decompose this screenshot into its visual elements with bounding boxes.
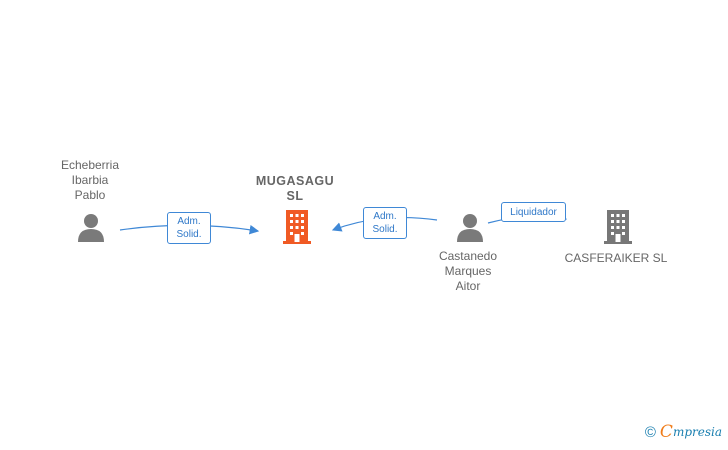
brand-name: mpresia [672,425,722,439]
edge-label-adm-solid[interactable]: Adm. Solid. [363,207,407,239]
building-icon[interactable] [603,210,633,244]
copyright-symbol: © [644,423,656,441]
company-name-2[interactable]: CASFERAIKER SL [564,251,668,265]
person-name-1[interactable]: Echeberria Ibarbia Pablo [60,158,120,202]
edge-label-liquidador[interactable]: Liquidador [501,202,566,222]
company-name-main[interactable]: MUGASAGU SL [255,174,335,203]
person-icon[interactable] [76,212,106,242]
person-icon[interactable] [455,212,485,242]
brand-initial: C [659,422,673,442]
empresia-logo: © C mpresia [645,422,722,442]
building-icon[interactable] [282,210,312,244]
edge-label-adm-solid[interactable]: Adm. Solid. [167,212,211,244]
person-name-2[interactable]: Castanedo Marques Aitor [438,249,498,293]
